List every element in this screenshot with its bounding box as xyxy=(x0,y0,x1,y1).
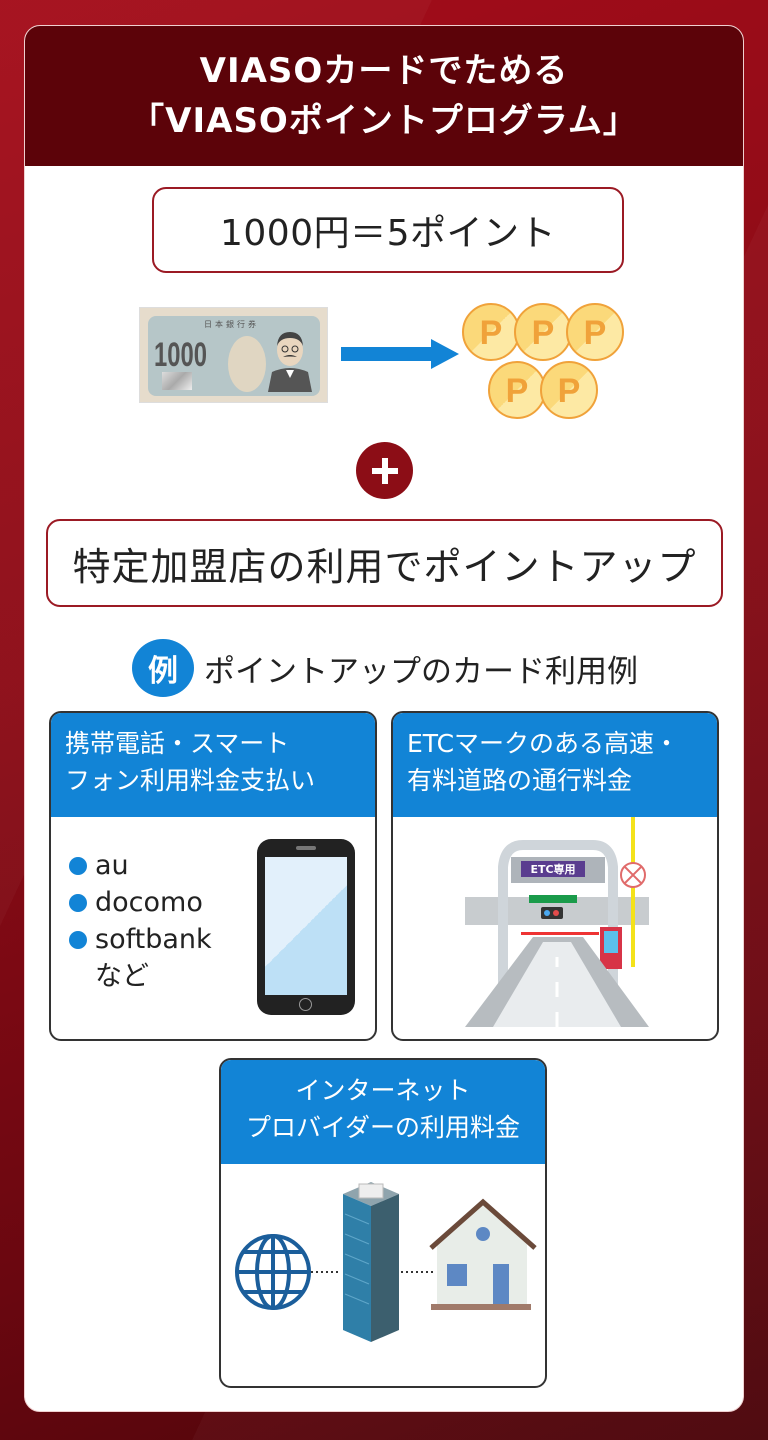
banknote-issuer: 日本銀行券 xyxy=(204,320,259,329)
svg-text:P: P xyxy=(584,314,607,352)
merchant-bonus-box: 特定加盟店の利用でポイントアップ xyxy=(46,519,723,607)
panel-title-line-2: 有料道路の通行料金 xyxy=(407,766,633,795)
examples-heading: 例 ポイントアップのカード利用例 xyxy=(25,638,743,698)
svg-text:P: P xyxy=(532,314,555,352)
banknote-illustration: 日本銀行券 1000 xyxy=(139,307,328,403)
bullet-icon xyxy=(69,930,87,949)
title-line-2: 「VIASOポイントプログラム」 xyxy=(130,101,638,141)
panel-title-line-2: フォン利用料金支払い xyxy=(65,766,316,795)
infographic-card: VIASOカードでためる 「VIASOポイントプログラム」 1000円＝5ポイン… xyxy=(24,25,744,1412)
list-item: softbank xyxy=(69,921,212,958)
svg-text:P: P xyxy=(506,372,529,410)
panel-mobile-phone: 携帯電話・スマート フォン利用料金支払い au docomo softbank … xyxy=(49,711,377,1041)
examples-heading-text: ポイントアップのカード利用例 xyxy=(204,653,638,690)
panel-etc-toll: ETCマークのある高速・ 有料道路の通行料金 ETC専用 xyxy=(391,711,719,1041)
list-item: au xyxy=(69,847,212,884)
smartphone-icon xyxy=(257,839,355,1015)
panel-title-line-1: インターネット xyxy=(295,1076,471,1105)
point-rate-text: 1000円＝5ポイント xyxy=(219,213,557,254)
list-item: docomo xyxy=(69,884,212,921)
panel-title: 携帯電話・スマート フォン利用料金支払い xyxy=(51,713,375,817)
bullet-icon xyxy=(69,893,87,912)
portrait-icon xyxy=(268,332,312,392)
point-rate-box: 1000円＝5ポイント xyxy=(152,187,624,273)
title-line-1: VIASOカードでためる xyxy=(199,51,569,91)
arrow-right-icon xyxy=(341,339,459,369)
banknote-value: 1000 xyxy=(154,336,207,374)
globe-building-house-icon xyxy=(235,1182,537,1342)
building-icon xyxy=(343,1182,399,1342)
point-coins-icon: P P P P P xyxy=(462,303,624,419)
panel-title-line-1: 携帯電話・スマート xyxy=(65,729,290,758)
list-suffix: など xyxy=(95,961,149,992)
plus-icon xyxy=(356,442,413,499)
svg-text:ETC専用: ETC専用 xyxy=(530,862,575,876)
example-badge-icon: 例 xyxy=(132,639,194,697)
panel-title: ETCマークのある高速・ 有料道路の通行料金 xyxy=(393,713,717,817)
panel-title-line-1: ETCマークのある高速・ xyxy=(407,729,680,758)
svg-text:P: P xyxy=(558,372,581,410)
carrier-list: au docomo softbank など xyxy=(69,847,212,995)
svg-text:P: P xyxy=(480,314,503,352)
title-banner: VIASOカードでためる 「VIASOポイントプログラム」 xyxy=(25,26,743,166)
panel-title: インターネット プロバイダーの利用料金 xyxy=(221,1060,545,1164)
bullet-icon xyxy=(69,856,87,875)
panel-title-line-2: プロバイダーの利用料金 xyxy=(245,1113,520,1142)
house-icon xyxy=(429,1198,537,1310)
merchant-bonus-text: 特定加盟店の利用でポイントアップ xyxy=(72,544,697,589)
globe-icon xyxy=(235,1234,311,1310)
panel-internet-provider: インターネット プロバイダーの利用料金 xyxy=(219,1058,547,1388)
toll-gate-icon: ETC専用 xyxy=(465,817,649,1027)
